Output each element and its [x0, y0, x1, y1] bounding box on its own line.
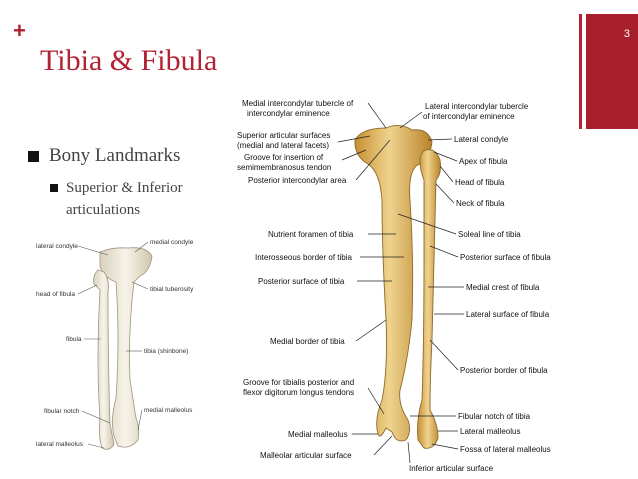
label-medial-intercondylar-tubercle-2: intercondylar eminence [247, 109, 330, 118]
label-posterior-intercondylar-area: Posterior intercondylar area [248, 176, 347, 185]
label-tibial-tuberosity: tibial tuberosity [150, 286, 194, 293]
label-fibula: fibula [66, 336, 82, 343]
bullet-text: Bony Landmarks [49, 145, 181, 166]
label-medial-border: Medial border of tibia [270, 337, 345, 346]
label-posterior-surface-fibula: Posterior surface of fibula [460, 253, 551, 262]
small-leg-bones-illustration [93, 247, 153, 450]
label-groove-semimembranosus-2: semimembranosus tendon [237, 163, 331, 172]
square-bullet-icon [28, 151, 39, 162]
slide-title: Tibia & Fibula [40, 44, 218, 77]
label-lateral-malleolus: Lateral malleolus [460, 427, 520, 436]
label-medial-malleolus: medial malleolus [144, 407, 193, 414]
label-fibular-notch-tibia: Fibular notch of tibia [458, 412, 531, 421]
label-malleolar-articular-surface: Malleolar articular surface [260, 451, 352, 460]
label-groove-tibialis-posterior: Groove for tibialis posterior and [243, 378, 354, 387]
main-figure-left-labels: Medial intercondylar tubercle of interco… [237, 99, 404, 460]
label-lateral-malleolus: lateral malleolus [36, 441, 84, 448]
label-superior-articular-surfaces: Superior articular surfaces [237, 131, 330, 140]
bullet-level2: Superior & Inferior articulations [50, 177, 210, 221]
label-medial-condyle: medial condyle [150, 239, 194, 246]
accent-bar-thin [579, 14, 582, 129]
label-fossa-lateral-malleolus: Fossa of lateral malleolus [460, 445, 551, 454]
label-lateral-condyle: Lateral condyle [454, 135, 509, 144]
plus-icon: + [13, 18, 26, 43]
label-head-of-fibula: Head of fibula [455, 178, 505, 187]
label-lateral-intercondylar-tubercle: Lateral intercondylar tubercle [425, 102, 529, 111]
bullet-level1: Bony Landmarks [28, 145, 180, 167]
label-medial-intercondylar-tubercle: Medial intercondylar tubercle of [242, 99, 354, 108]
label-superior-articular-surfaces-2: (medial and lateral facets) [237, 141, 329, 150]
label-lateral-surface-fibula: Lateral surface of fibula [466, 310, 550, 319]
label-inferior-articular-surface: Inferior articular surface [409, 464, 494, 473]
label-neck-of-fibula: Neck of fibula [456, 199, 505, 208]
square-bullet-icon [50, 184, 58, 192]
label-tibia: tibia (shinbone) [144, 348, 188, 355]
main-figure-right-labels: Lateral intercondylar tubercle of interc… [397, 102, 551, 473]
label-groove-semimembranosus: Groove for insertion of [244, 153, 324, 162]
label-apex-of-fibula: Apex of fibula [459, 157, 508, 166]
label-lateral-intercondylar-tubercle-2: of intercondylar eminence [423, 112, 515, 121]
small-figure-labels: lateral condyle medial condyle tibial tu… [36, 239, 194, 449]
label-fibular-notch: fibular notch [44, 408, 80, 415]
label-nutrient-foramen: Nutrient foramen of tibia [268, 230, 354, 239]
label-medial-crest-fibula: Medial crest of fibula [466, 283, 540, 292]
bullet-text: Superior & Inferior articulations [66, 180, 183, 218]
label-soleal-line: Soleal line of tibia [458, 230, 521, 239]
tibia-fibula-illustration [354, 125, 441, 449]
label-groove-tibialis-posterior-2: flexor digitorum longus tendons [243, 388, 354, 397]
label-lateral-condyle: lateral condyle [36, 243, 78, 250]
label-posterior-surface-tibia: Posterior surface of tibia [258, 277, 345, 286]
label-interosseous-border: Interosseous border of tibia [255, 253, 352, 262]
label-medial-malleolus: Medial malleolus [288, 430, 348, 439]
label-posterior-border-fibula: Posterior border of fibula [460, 366, 548, 375]
slide-number: 3 [623, 28, 630, 40]
accent-bar [586, 14, 638, 129]
label-head-of-fibula: head of fibula [36, 291, 75, 298]
